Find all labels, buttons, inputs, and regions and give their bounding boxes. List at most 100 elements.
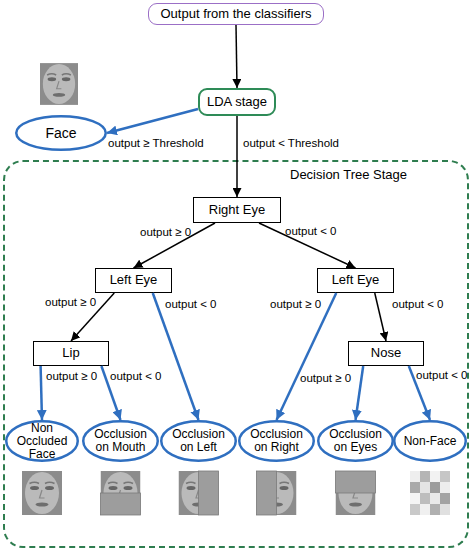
ellipse-shape bbox=[161, 421, 236, 461]
node-text: Left Eye bbox=[110, 273, 158, 288]
connector-arrow bbox=[236, 116, 238, 197]
edge-label: output ≥ 0 bbox=[140, 226, 191, 239]
noise-cell bbox=[410, 482, 420, 493]
node-text: Left Eye bbox=[332, 273, 380, 288]
connector-arrow bbox=[259, 223, 356, 268]
node-text: Occlusion on Eyes bbox=[324, 428, 388, 454]
edge-label: output ≥ 0 bbox=[46, 370, 97, 383]
node-text: Nose bbox=[371, 346, 401, 361]
connector-arrow bbox=[153, 293, 199, 420]
decision-box: Lip bbox=[33, 341, 109, 366]
face-thumbnail bbox=[22, 471, 62, 515]
stage-box: LDA stage bbox=[198, 88, 276, 116]
face-thumbnail bbox=[40, 63, 78, 105]
occlusion-patch bbox=[101, 493, 141, 515]
node-text: Occlusion on Right bbox=[245, 428, 309, 454]
ellipse-shape bbox=[394, 421, 466, 461]
noise-cell bbox=[440, 482, 450, 493]
decision-box: Nose bbox=[348, 341, 424, 366]
input-box: Output from the classifiers bbox=[148, 3, 324, 25]
text-holder: Left Eye bbox=[318, 269, 393, 292]
face-thumbnail bbox=[101, 471, 141, 515]
non-face-thumbnail bbox=[410, 471, 450, 515]
ellipse-shape bbox=[16, 116, 106, 150]
edge-label: output < 0 bbox=[285, 225, 336, 238]
noise-cell bbox=[420, 471, 430, 482]
connector-arrow bbox=[277, 293, 337, 420]
result-ellipse: Non Occluded Face bbox=[5, 420, 79, 462]
text-holder: Non Occluded Face bbox=[5, 420, 79, 462]
text-holder: Output from the classifiers bbox=[149, 4, 323, 24]
edge-label: output ≥ 0 bbox=[45, 296, 96, 309]
edge-label: output < 0 bbox=[110, 370, 161, 383]
text-holder: Right Eye bbox=[194, 198, 280, 222]
edge-label: output < 0 bbox=[416, 369, 467, 382]
noise-cell bbox=[440, 493, 450, 504]
group-heading: Decision Tree Stage bbox=[290, 168, 407, 183]
edge-label: output ≥ 0 bbox=[300, 372, 351, 385]
text-holder: Occlusion on Eyes bbox=[317, 420, 394, 462]
noise-cell bbox=[420, 504, 430, 515]
result-ellipse: Occlusion on Mouth bbox=[82, 420, 159, 462]
text-holder: Face bbox=[15, 115, 107, 151]
thumbnail-background bbox=[410, 471, 450, 515]
noise-cell bbox=[410, 504, 420, 515]
mouth-occluded-thumbnail bbox=[101, 471, 141, 515]
face-thumbnail bbox=[179, 471, 219, 515]
node-text: LDA stage bbox=[207, 95, 267, 110]
connector-arrow bbox=[107, 109, 198, 133]
text-holder: Non-Face bbox=[393, 420, 467, 462]
ellipse-shape bbox=[318, 421, 393, 461]
occlusion-patch bbox=[257, 471, 277, 515]
noise-cell bbox=[410, 471, 420, 482]
edge-label: output < 0 bbox=[392, 298, 443, 311]
node-text: Occlusion on Mouth bbox=[89, 428, 153, 454]
node-text: Right Eye bbox=[209, 203, 265, 218]
result-ellipse: Occlusion on Right bbox=[238, 420, 315, 462]
left-occluded-thumbnail bbox=[179, 471, 219, 515]
result-ellipse: Face bbox=[15, 115, 107, 151]
edge-label: output < Threshold bbox=[243, 137, 339, 150]
text-holder: LDA stage bbox=[200, 90, 274, 114]
connector-arrow bbox=[71, 293, 114, 341]
noise-cell bbox=[430, 504, 440, 515]
connector-arrow bbox=[41, 366, 42, 420]
occlusion-patch bbox=[199, 471, 219, 515]
connector-arrow bbox=[356, 366, 364, 420]
connector-arrow bbox=[101, 366, 120, 420]
text-holder: Lip bbox=[34, 342, 108, 365]
node-text: Non Occluded Face bbox=[12, 422, 72, 461]
text-holder: Occlusion on Right bbox=[238, 420, 315, 462]
decision-box: Left Eye bbox=[317, 268, 394, 293]
node-text: Face bbox=[45, 125, 76, 141]
connector-arrow bbox=[375, 293, 386, 341]
connector-arrow bbox=[134, 223, 216, 268]
node-text: Occlusion on Left bbox=[167, 428, 231, 454]
connector-arrow bbox=[236, 25, 237, 88]
text-holder: Nose bbox=[349, 342, 423, 365]
face-thumbnail bbox=[257, 471, 297, 515]
right-occluded-thumbnail bbox=[257, 471, 297, 515]
node-text: Non-Face bbox=[404, 435, 457, 448]
noise-cell bbox=[420, 482, 430, 493]
node-text: Lip bbox=[62, 346, 79, 361]
result-ellipse: Occlusion on Left bbox=[160, 420, 237, 462]
result-ellipse: Occlusion on Eyes bbox=[317, 420, 394, 462]
connector-arrow bbox=[409, 366, 430, 420]
eyes-occluded-thumbnail bbox=[336, 471, 376, 515]
face-thumbnail bbox=[336, 471, 376, 515]
text-holder: Decision Tree Stage bbox=[290, 168, 407, 183]
decision-box: Right Eye bbox=[193, 197, 281, 223]
noise-cell bbox=[430, 471, 440, 482]
noise-cell bbox=[430, 493, 440, 504]
noise-cell bbox=[440, 504, 450, 515]
stage-group: Decision Tree StageRight EyeLeft Eye Left… bbox=[3, 160, 469, 548]
text-holder: Occlusion on Mouth bbox=[82, 420, 159, 462]
edge-label: output ≥ Threshold bbox=[108, 137, 204, 150]
result-ellipse: Non-Face bbox=[393, 420, 467, 462]
node-text: Output from the classifiers bbox=[161, 7, 312, 22]
ellipse-shape bbox=[83, 421, 158, 461]
